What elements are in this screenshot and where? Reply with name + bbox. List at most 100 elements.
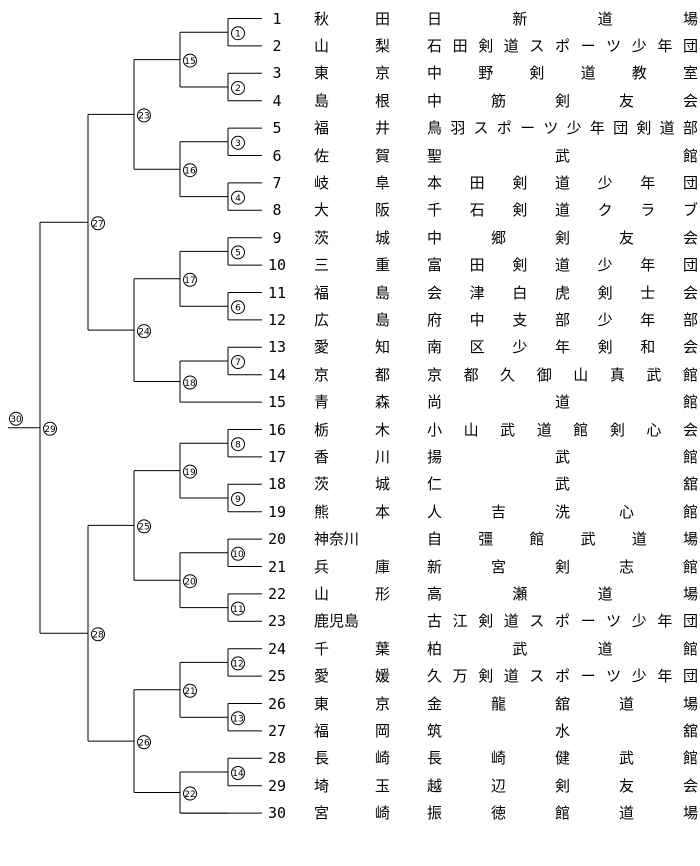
entry-team: 尚道館 [427,393,698,412]
entry-team: 揚武館 [427,447,698,466]
svg-text:29: 29 [44,425,56,435]
entry-team: 本田剣道少年団 [427,173,698,192]
entry-prefecture: 広島 [314,310,390,329]
entry-prefecture: 神奈川 [314,530,360,549]
match-number: 8 [231,437,245,452]
svg-text:12: 12 [232,660,243,670]
svg-text:6: 6 [235,303,241,313]
entry-team: 柏武道館 [427,639,698,658]
svg-text:11: 11 [232,605,243,615]
entry-prefecture: 千葉 [314,639,390,658]
entry-prefecture: 秋田 [314,9,390,28]
svg-text:3: 3 [235,139,241,149]
entry-prefecture: 兵庫 [314,557,390,576]
entry-team: 高瀬道場 [427,584,698,603]
entry-number: 7 [272,173,282,192]
entry-number: 22 [267,584,287,603]
entry-team: 日新道場 [427,9,698,28]
entry-number: 10 [267,256,287,275]
entry-prefecture: 愛知 [314,338,390,357]
entry-team: 小山武道館剣心会 [427,420,698,439]
entry-row: 7 岐阜 本田剣道少年団 [262,170,698,196]
entry-prefecture: 宮崎 [314,804,390,823]
entry-team: 仁武舘 [427,475,698,494]
entry-number: 6 [272,146,282,165]
match-number: 15 [183,53,197,68]
entry-team: 石田剣道スポーツ少年団 [427,36,698,55]
entry-number: 25 [267,667,287,686]
entry-row: 16 栃木 小山武道館剣心会 [262,417,698,443]
match-number: 5 [231,245,245,260]
entry-prefecture: 栃木 [314,420,390,439]
entry-team: 聖武館 [427,146,698,165]
match-number: 22 [183,786,197,801]
entry-prefecture: 長崎 [314,749,390,768]
match-number: 28 [91,627,105,642]
entry-prefecture: 茨城 [314,228,390,247]
entry-prefecture: 岐阜 [314,173,390,192]
entry-number: 1 [272,9,282,28]
entry-number: 12 [267,310,287,329]
entry-number: 28 [267,749,287,768]
entry-prefecture: 大阪 [314,201,390,220]
entry-team: 金龍舘道場 [427,694,698,713]
entry-number: 21 [267,557,287,576]
entry-prefecture: 山梨 [314,36,390,55]
entry-number: 24 [267,639,287,658]
entry-number: 3 [272,64,282,83]
match-number: 26 [137,735,151,750]
match-number: 30 [9,411,23,426]
entry-number: 14 [267,365,287,384]
entry-prefecture: 山形 [314,584,390,603]
entry-number: 18 [267,475,287,494]
svg-text:5: 5 [235,249,241,259]
svg-text:16: 16 [184,166,196,176]
entry-number: 26 [267,694,287,713]
svg-text:24: 24 [138,327,150,337]
entry-number: 16 [267,420,287,439]
match-number: 27 [91,216,105,231]
entry-team: 府中支部少年部 [427,310,698,329]
entry-team: 越辺剣友会 [427,776,698,795]
entry-team: 中筋剣友会 [427,91,698,110]
entry-number: 15 [267,393,287,412]
entry-number: 23 [267,612,287,631]
match-number: 24 [137,324,151,339]
entry-number: 13 [267,338,287,357]
entry-number: 11 [267,283,287,302]
entry-team: 鳥羽スポーツ少年団剣道部 [427,119,698,138]
entry-row: 6 佐賀 聖武館 [262,143,698,169]
entry-team: 振徳館道場 [427,804,698,823]
svg-text:26: 26 [138,738,150,748]
svg-text:8: 8 [235,440,241,450]
entry-team: 中郷剣友会 [427,228,698,247]
match-number: 25 [137,519,151,534]
entry-team: 会津白虎剣士会 [427,283,698,302]
entry-number: 29 [267,776,287,795]
svg-text:10: 10 [232,550,244,560]
svg-text:23: 23 [138,112,149,122]
svg-text:14: 14 [232,769,244,779]
entry-prefecture: 香川 [314,447,390,466]
svg-text:25: 25 [138,523,149,533]
entry-row: 1 秋田 日新道場 [262,6,698,32]
entry-team: 中野剣道教室 [427,64,698,83]
svg-text:18: 18 [184,379,196,389]
match-number: 7 [231,355,245,369]
entry-prefecture: 茨城 [314,475,390,494]
entry-prefecture: 佐賀 [314,146,390,165]
match-number: 21 [183,683,197,698]
entry-team: 長崎健武館 [427,749,698,768]
entry-prefecture: 愛媛 [314,667,390,686]
